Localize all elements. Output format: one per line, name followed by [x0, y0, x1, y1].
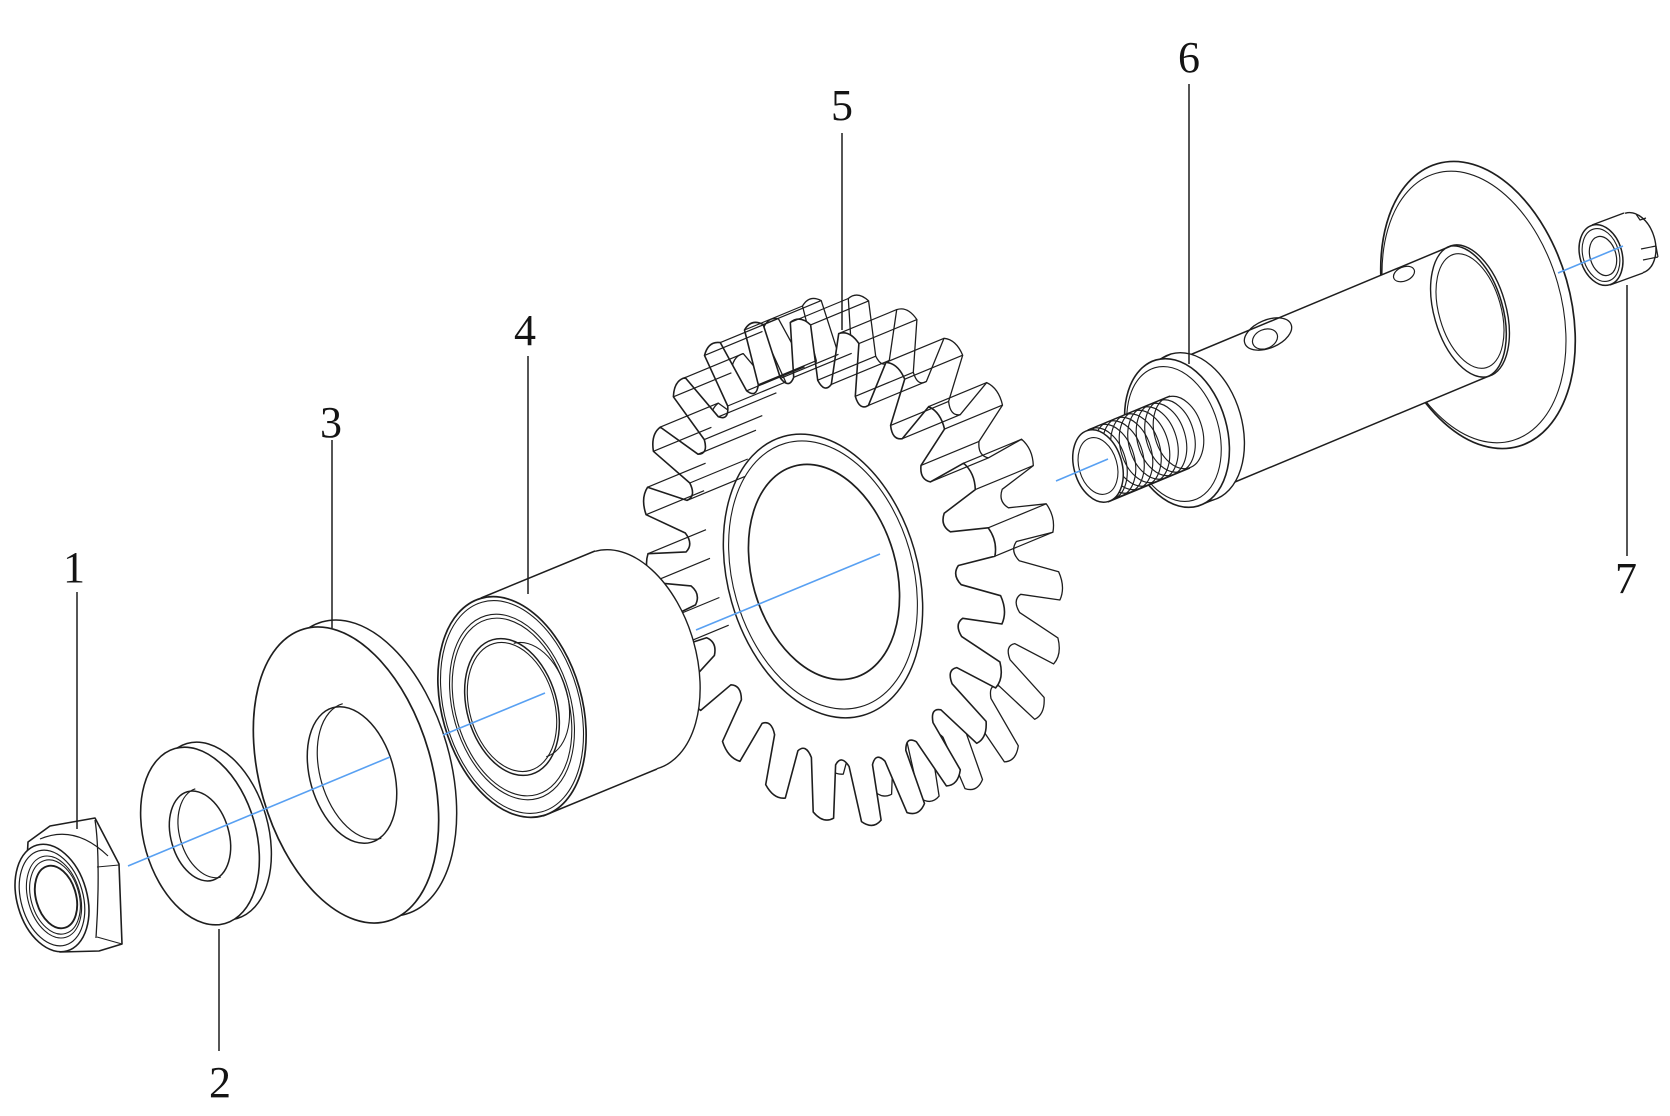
- screw-slot: [1640, 245, 1659, 261]
- shaft-counterbore-hole: [1243, 317, 1293, 351]
- nut-top-chamfer-arc: [39, 833, 109, 857]
- nut-insert-ring: [25, 855, 83, 939]
- bearing-bore-chamfer: [466, 641, 558, 773]
- small-washer-hole-far-edge: [177, 788, 221, 879]
- shaft-pin-hole: [1392, 265, 1416, 283]
- nut-bore: [33, 864, 79, 930]
- nut-facet-lines: [96, 864, 123, 945]
- bearing-silhouette: [480, 550, 658, 817]
- nut-collar-ring: [18, 849, 86, 947]
- drawing-root: [14, 84, 1659, 1051]
- centerline-axis: [127, 245, 1624, 867]
- bearing-ring-2: [448, 613, 576, 801]
- shaft-junction-chamfer: [1435, 253, 1505, 369]
- callout-4: 4: [514, 306, 536, 355]
- gear-tooth-sides: [645, 297, 1054, 650]
- callout-1: 1: [63, 543, 85, 592]
- nut-insert-ring-2: [29, 859, 81, 935]
- centerline-segments: [127, 245, 1624, 867]
- leader-lines: [76, 84, 1628, 1051]
- large-washer-hole: [306, 705, 398, 845]
- callout-labels: 1 2 3 4 5 6 7: [63, 33, 1637, 1107]
- screw-slot-notch: [1635, 213, 1647, 221]
- gear-bore: [747, 463, 901, 681]
- part-hex-lock-nut: [14, 817, 123, 953]
- screw-front-chamfer: [1581, 228, 1621, 282]
- nut-facet-edge: [94, 819, 99, 939]
- small-washer-hole: [168, 790, 232, 882]
- callout-6: 6: [1178, 33, 1200, 82]
- callout-3: 3: [320, 398, 342, 447]
- shaft-counterbore-inner: [1251, 328, 1279, 350]
- gear-rim-circle: [722, 433, 924, 719]
- callout-2: 2: [209, 1058, 231, 1107]
- gear-rim-chamfer: [728, 440, 918, 710]
- large-washer-hole-far-edge: [316, 703, 382, 840]
- shaft-body-flange-junction: [1429, 244, 1511, 378]
- gear-front-outline: [642, 318, 1006, 827]
- callout-7: 7: [1615, 554, 1637, 603]
- screw-silhouette: [1591, 212, 1644, 286]
- bearing-bore-far-edge: [513, 641, 571, 758]
- part-shaft: [1072, 160, 1577, 509]
- shaft-thread-silhouette: [1087, 395, 1191, 503]
- callout-5: 5: [831, 81, 853, 130]
- bearing-bore: [463, 637, 561, 777]
- bearing-ring-1: [439, 600, 585, 814]
- part-gear: [642, 294, 1064, 827]
